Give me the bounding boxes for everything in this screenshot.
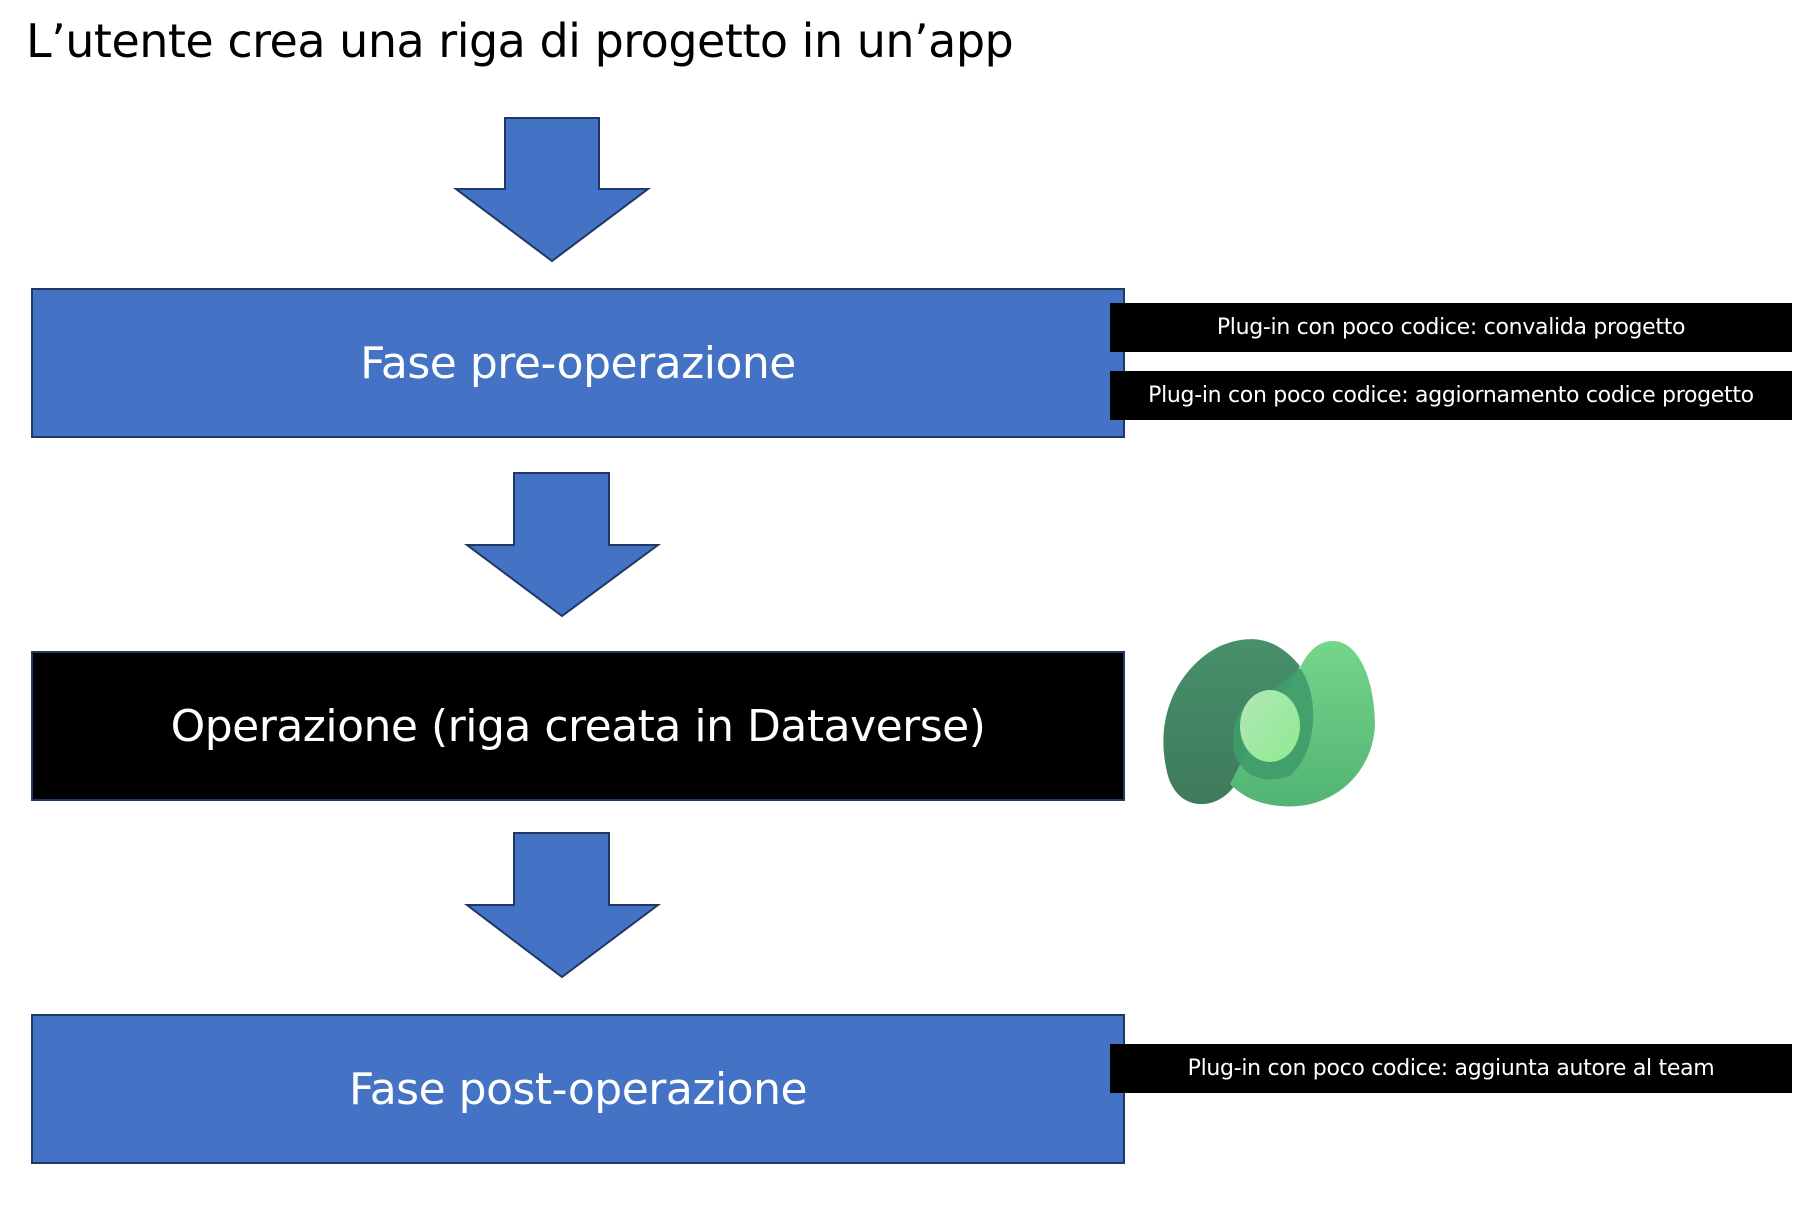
plugin-update-project-code: Plug-in con poco codice: aggiornamento c… <box>1110 371 1792 420</box>
diagram-title: L’utente crea una riga di progetto in un… <box>26 14 1014 68</box>
stage-pre-operation: Fase pre-operazione <box>31 288 1125 438</box>
plugin-validate-project: Plug-in con poco codice: convalida proge… <box>1110 303 1792 352</box>
stage-pre-operation-label: Fase pre-operazione <box>360 337 796 389</box>
plugin-add-author-to-team: Plug-in con poco codice: aggiunta autore… <box>1110 1044 1792 1093</box>
stage-post-operation-label: Fase post-operazione <box>348 1063 808 1115</box>
down-arrow-3-icon <box>464 832 661 979</box>
stage-operation-label: Operazione (riga creata in Dataverse) <box>170 700 986 752</box>
down-arrow-2-icon <box>463 472 662 618</box>
down-arrow-1-icon <box>453 117 651 263</box>
stage-operation: Operazione (riga creata in Dataverse) <box>31 651 1125 801</box>
stage-post-operation: Fase post-operazione <box>31 1014 1125 1164</box>
dataverse-logo-icon <box>1163 639 1375 807</box>
